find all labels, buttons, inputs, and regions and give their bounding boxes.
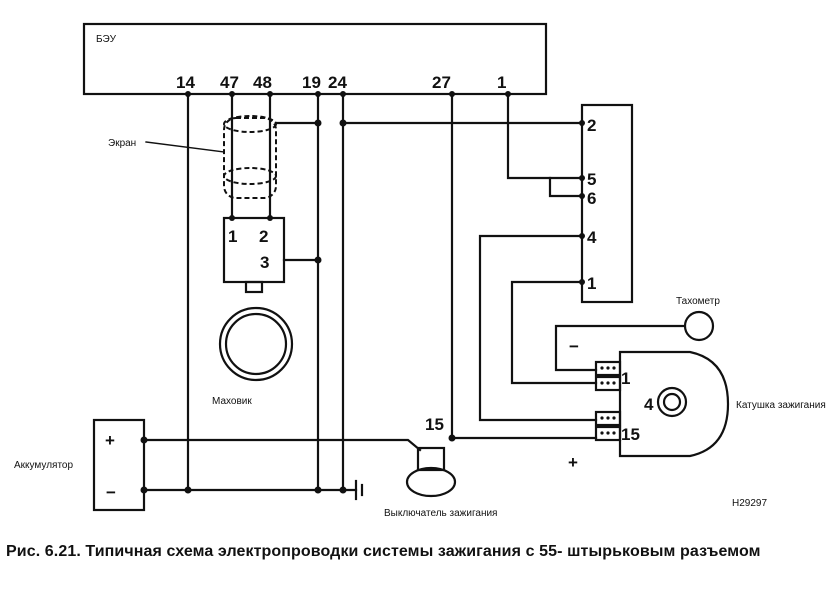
switch-terminal-15: 15 — [425, 415, 444, 434]
dot-ground-19 — [314, 486, 322, 494]
plug-dot — [612, 416, 616, 420]
plug-dot — [606, 431, 610, 435]
ecu-pin-14: 14 — [176, 73, 195, 92]
ecu-pin-47: 47 — [220, 73, 239, 92]
coil-terminal-inner — [662, 392, 682, 412]
dot-ground-24 — [339, 486, 347, 494]
switch-body — [416, 446, 446, 472]
coil-terminal-4-label: 4 — [644, 395, 654, 414]
sensor-pin-2: 2 — [259, 227, 268, 246]
wire-battery-plus — [142, 438, 422, 452]
battery-minus-sign: − — [106, 483, 116, 502]
flywheel-label: Маховик — [212, 396, 252, 407]
plug-dot — [600, 416, 604, 420]
flywheel-inner — [224, 312, 288, 376]
coil-terminal-1-label: 1 — [621, 369, 630, 388]
ecu-pin-19: 19 — [302, 73, 321, 92]
dot-pin24 — [340, 91, 346, 97]
battery-box — [92, 418, 146, 512]
connector-pin-5: 5 — [587, 170, 596, 189]
screen-leader — [145, 141, 225, 153]
dot-pin27 — [449, 91, 455, 97]
coil-body — [618, 350, 730, 458]
sensor-pin-3: 3 — [260, 253, 269, 272]
plug-dot — [606, 381, 610, 385]
dot-ground-14 — [184, 486, 192, 494]
plug-dot — [600, 431, 604, 435]
dot-pin19 — [315, 91, 321, 97]
dot-pin48 — [267, 91, 273, 97]
dot-switch15 — [448, 434, 456, 442]
shield-top-ring — [223, 115, 277, 133]
coil-plug-15b — [594, 425, 622, 442]
coil-plus-sign: + — [568, 453, 578, 472]
switch-knob — [405, 466, 457, 498]
battery-plus-sign: + — [105, 431, 115, 450]
sensor-tip — [244, 280, 264, 294]
plug-dot — [612, 431, 616, 435]
coil-plug-1a — [594, 360, 622, 377]
coil-terminal-15-label: 15 — [621, 425, 640, 444]
dot-pin47 — [229, 91, 235, 97]
ecu-pin-24: 24 — [328, 73, 347, 92]
dot-sensor-2 — [267, 215, 273, 221]
wire-tacho — [554, 324, 686, 372]
battery-label: Аккумулятор — [14, 460, 73, 471]
dot-conn4 — [579, 233, 585, 239]
ecu-pin-48: 48 — [253, 73, 272, 92]
connector-pin-2: 2 — [587, 116, 596, 135]
dot-sensor-1 — [229, 215, 235, 221]
ecu-pin-1: 1 — [497, 73, 506, 92]
connector-pin-4: 4 — [587, 228, 597, 247]
flywheel-outer — [218, 306, 294, 382]
figure-caption: Рис. 6.21. Типичная схема электропроводк… — [6, 543, 761, 560]
plug-dot — [612, 381, 616, 385]
ecu-label: БЭУ — [96, 34, 117, 45]
plug-dot — [606, 366, 610, 370]
dot-bat-minus — [140, 486, 148, 494]
coil-label: Катушка зажигания — [736, 400, 826, 411]
shield-bottom-ring — [223, 167, 277, 185]
dot-conn1 — [579, 279, 585, 285]
dot-pin14 — [185, 91, 191, 97]
dot-conn5 — [579, 175, 585, 181]
connector-box — [580, 103, 634, 304]
plug-dot — [606, 416, 610, 420]
dot-pin1 — [505, 91, 511, 97]
plug-dot — [600, 366, 604, 370]
dot-24 — [339, 119, 347, 127]
coil-minus-sign: − — [569, 337, 579, 356]
dot-conn6 — [579, 193, 585, 199]
coil-terminal-outer — [656, 386, 688, 418]
tachometer-label: Тахометр — [676, 296, 720, 307]
dot-bat-plus — [140, 436, 148, 444]
coil-plug-1b — [594, 375, 622, 392]
ecu-pin-27: 27 — [432, 73, 451, 92]
plug-dot — [612, 366, 616, 370]
dot-shield — [314, 119, 322, 127]
connector-pin-6: 6 — [587, 189, 596, 208]
dot-sensor3 — [314, 256, 322, 264]
wire-link56 — [548, 176, 584, 198]
shield-dashed — [223, 117, 277, 199]
sensor-pin-1: 1 — [228, 227, 237, 246]
plug-dot — [600, 381, 604, 385]
coil-plug-15a — [594, 410, 622, 427]
switch-label: Выключатель зажигания — [384, 508, 497, 519]
wire-pin1 — [506, 92, 584, 180]
wire-conn4 — [478, 234, 598, 422]
wire-conn1 — [510, 280, 598, 385]
connector-pin-1: 1 — [587, 274, 596, 293]
tachometer-circle — [683, 310, 715, 342]
dot-conn2 — [579, 120, 585, 126]
ref-label: H29297 — [732, 498, 767, 509]
screen-label: Экран — [108, 138, 136, 149]
